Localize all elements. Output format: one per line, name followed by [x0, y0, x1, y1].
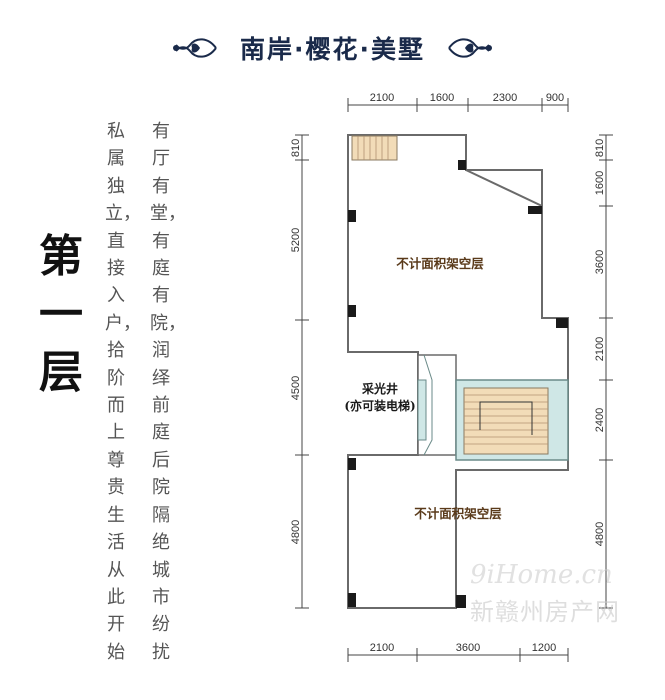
watermark-latin: 9iHome.cn [470, 560, 613, 590]
dim-right-3: 3600 [594, 250, 606, 274]
dim-left-1: 810 [290, 139, 302, 157]
light-well-label: 采光井 [361, 381, 398, 396]
top-stair [351, 135, 398, 161]
dim-bottom-1: 2100 [370, 642, 394, 654]
page-title: 南岸·樱花·美墅 [240, 35, 425, 64]
light-well-sublabel: (亦可装电梯) [344, 398, 415, 413]
dim-left-2: 5200 [290, 228, 302, 252]
dim-bottom-2: 3600 [456, 642, 480, 654]
area-label-upper: 不计面积架空层 [396, 256, 484, 271]
dim-bottom-3: 1200 [532, 642, 556, 654]
dim-right-1: 810 [594, 139, 606, 157]
watermark-cn: 新赣州房产网 [470, 598, 620, 626]
left-ornament-icon [173, 38, 217, 58]
dim-top-3: 2300 [493, 92, 517, 104]
floor-title: 第一层 [39, 231, 83, 398]
dim-top-4: 900 [546, 92, 564, 104]
area-label-lower: 不计面积架空层 [414, 506, 502, 521]
poem-column-right: 有厅有堂，有庭有院，润绎前庭后院隔绝城市纷扰 [150, 121, 186, 663]
plan-outline [347, 134, 569, 609]
dim-top-2: 1600 [430, 92, 454, 104]
dim-right-6: 4800 [594, 522, 606, 546]
light-well-glass [417, 379, 427, 441]
right-ornament-icon [448, 38, 492, 58]
header: 南岸·樱花·美墅 [0, 28, 665, 68]
top-stair-steps [357, 136, 389, 160]
dim-right-4: 2100 [594, 337, 606, 361]
stair-treads [463, 387, 549, 455]
light-well-curve [423, 354, 433, 456]
dim-right-5: 2400 [594, 408, 606, 432]
dim-top-1: 2100 [370, 92, 394, 104]
columns [348, 160, 568, 608]
dim-left-3: 4500 [290, 376, 302, 400]
stair-arrow [479, 401, 533, 435]
poem-column-left: 私属独立，直接入户，拾阶而上尊贵生活从此开始 [105, 121, 141, 663]
floor-plan: 不计面积架空层 不计面积架空层 采光井 (亦可装电梯) 2100 1600 23… [290, 92, 613, 662]
dim-right-2: 1600 [594, 171, 606, 195]
stair-steps [464, 394, 548, 445]
dim-left-4: 4800 [290, 520, 302, 544]
dimension-lines [295, 98, 613, 662]
